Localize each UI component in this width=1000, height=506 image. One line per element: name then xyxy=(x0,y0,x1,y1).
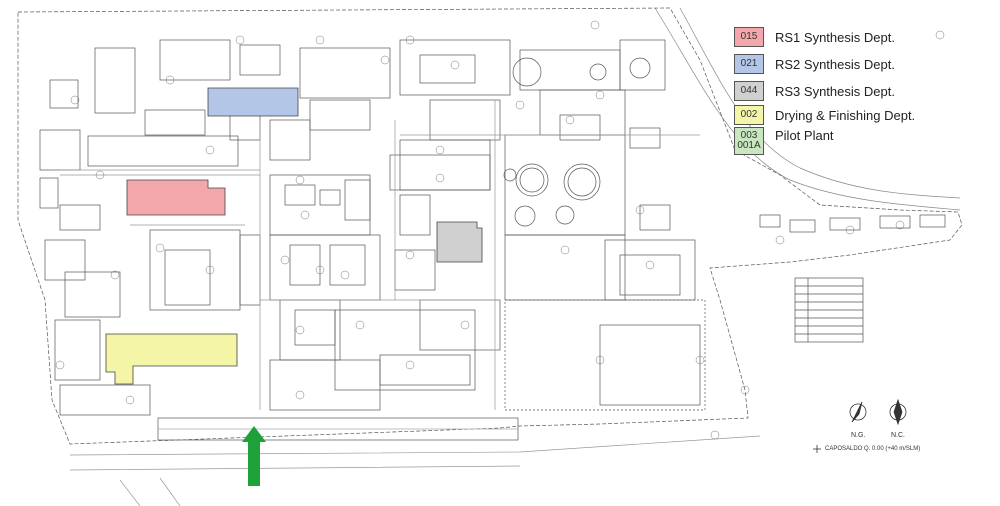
datum-marker-icon xyxy=(813,445,821,453)
rs2-synthesis-area xyxy=(207,87,299,117)
legend-label: RS1 Synthesis Dept. xyxy=(775,29,895,45)
legend-item-rs2: 021 RS2 Synthesis Dept. xyxy=(734,53,895,75)
legend-item-rs1: 015 RS1 Synthesis Dept. xyxy=(734,26,895,48)
legend-label: RS3 Synthesis Dept. xyxy=(775,83,895,99)
legend-item-drying: 002 Drying & Finishing Dept. xyxy=(734,104,915,126)
legend-swatch: 021 xyxy=(734,54,764,74)
ng-label: N.G. xyxy=(851,432,866,439)
entrance-arrow xyxy=(242,426,266,486)
legend-item-pilot-plant: 003 001A Pilot Plant xyxy=(734,126,834,156)
drying-finishing-area xyxy=(105,333,238,385)
legend-label: RS2 Synthesis Dept. xyxy=(775,56,895,72)
legend-swatch: 015 xyxy=(734,27,764,47)
legend-swatch: 003 001A xyxy=(734,127,764,155)
rs3-synthesis-area xyxy=(436,221,483,263)
nc-label: N.C. xyxy=(891,432,905,439)
legend-item-rs3: 044 RS3 Synthesis Dept. xyxy=(734,80,895,102)
legend-label: Pilot Plant xyxy=(775,127,834,143)
north-compass-icon xyxy=(889,398,907,426)
north-grid-compass-icon xyxy=(849,401,867,423)
rs1-synthesis-area xyxy=(126,179,226,216)
datum-text: CAPOSALDO Q. 0.00 (+40 m/SLM) xyxy=(825,446,921,452)
legend-swatch: 044 xyxy=(734,81,764,101)
legend-swatch: 002 xyxy=(734,105,764,125)
legend-label: Drying & Finishing Dept. xyxy=(775,107,916,123)
